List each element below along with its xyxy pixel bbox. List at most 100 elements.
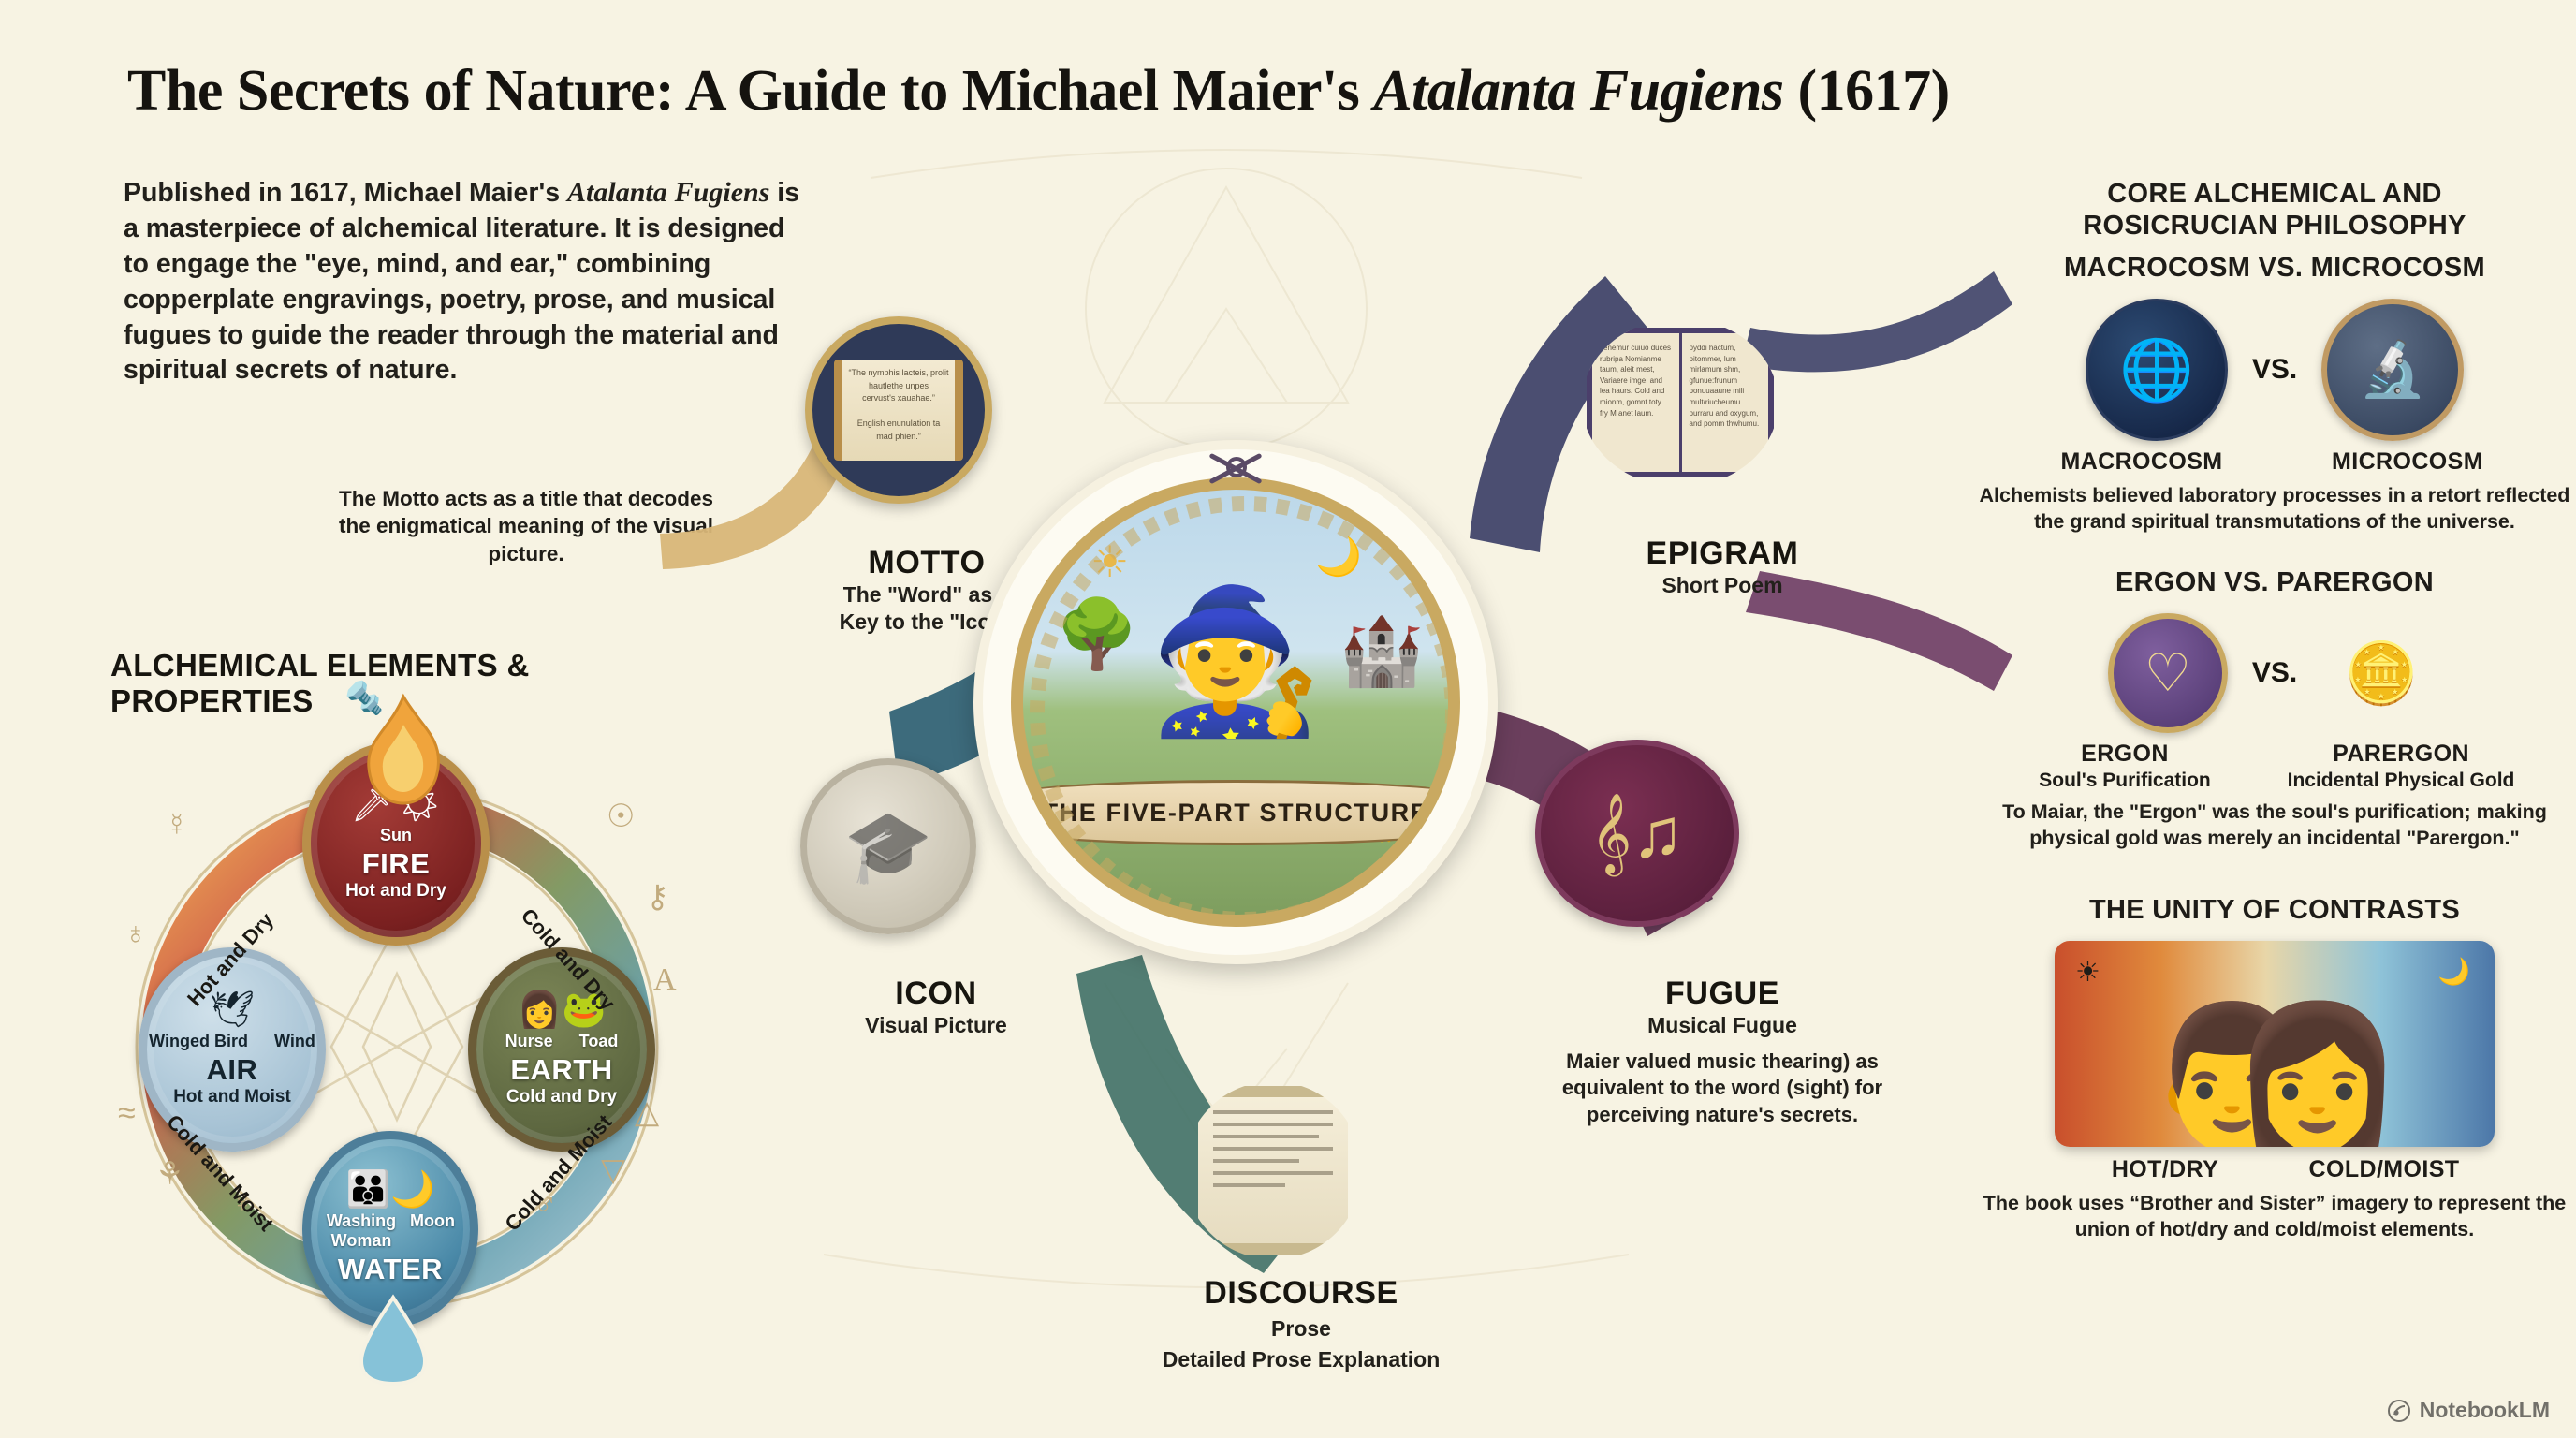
elements-wheel: 🔩 ☿ ♁ ☉ ⚷ A ≈ ⚘ ♀ △ ▽ ♂ 🗡☀ Sun FIRE Hot …: [110, 681, 691, 1432]
icon-engraving-figure: 🎓: [843, 807, 933, 887]
parergon-caption-text: PARERGON: [2333, 741, 2469, 768]
intro-italic-1: Atalanta: [567, 177, 667, 208]
central-emblem[interactable]: ☀ 🌙 🌳 🏰 🧙 🌼🌷🌸 🌷🌼 THE FIVE-PART STRUCTURE: [973, 440, 1498, 964]
epigram-open-book-icon: Tenemur cuiuo duces rubripa Nomianme tau…: [1587, 328, 1774, 477]
crossed-wands-icon: [1203, 446, 1268, 492]
microcosm-disc[interactable]: 🔬: [2321, 299, 2465, 442]
elements-section-heading: ALCHEMICAL ELEMENTS & PROPERTIES: [110, 648, 530, 718]
ergon-disc[interactable]: ♡: [2107, 613, 2228, 734]
ergon-parergon-pair: ♡ VS. 🪙: [1975, 613, 2574, 734]
fugue-medallion[interactable]: 𝄞♫: [1535, 740, 1739, 927]
water-name: WATER: [337, 1253, 444, 1285]
title-italic: Atalanta Fugiens: [1373, 59, 1784, 123]
fire-flame-icon: [367, 693, 440, 805]
macro-micro-pair: 🌐 VS. 🔬: [1975, 299, 2574, 442]
discourse-scroll-icon: [1198, 1086, 1348, 1255]
discourse-subtitle: Prose: [1271, 1316, 1331, 1341]
emblem-alchemist-figure: 🧙: [1148, 582, 1324, 740]
ergon-parergon-description: To Maiar, the "Ergon" was the soul's pur…: [2002, 800, 2547, 850]
icon-label-group: ICON Visual Picture: [796, 976, 1076, 1039]
unity-sun-icon: ☀: [2075, 957, 2100, 989]
intro-rest: is a masterpiece of alchemical literatur…: [124, 178, 800, 386]
water-sub-labels: Washing Woman Moon: [326, 1211, 455, 1251]
title-part-2: (1617): [1783, 59, 1951, 123]
ergon-subcaption-text: Soul's Purification: [2039, 770, 2211, 792]
earth-icons: 👩🐸: [517, 990, 607, 1030]
discourse-title: DISCOURSE: [1204, 1275, 1398, 1311]
emblem-scene: ☀ 🌙 🌳 🏰 🧙 🌼🌷🌸 🌷🌼 THE FIVE-PART STRUCTURE: [1011, 477, 1460, 927]
page-title: The Secrets of Nature: A Guide to Michae…: [127, 58, 2486, 125]
parergon-caption: PARERGON Incidental Physical Gold: [2279, 741, 2523, 792]
gold-coins-icon: 🪙: [2344, 638, 2420, 707]
alchemy-symbol-letter-a: A: [653, 962, 677, 997]
fugue-note: Maier valued music thearing) as equivale…: [1561, 1049, 1883, 1126]
discourse-note: Detailed Prose Explanation: [1162, 1346, 1441, 1372]
fugue-subtitle: Musical Fugue: [1647, 1013, 1797, 1037]
intro-lead: Published in 1617, Michael Maier's: [124, 178, 568, 208]
unity-description: The book uses “Brother and Sister” image…: [1983, 1192, 2567, 1241]
unity-captions: HOT/DRY COLD/MOIST: [1975, 1156, 2574, 1183]
earth-property: Cold and Dry: [505, 1086, 618, 1107]
unity-moon-icon: 🌙: [2437, 957, 2470, 987]
ergon-parergon-heading: ERGON VS. PARERGON: [2115, 567, 2435, 598]
alchemy-symbol-earth-tri: ▽: [601, 1152, 626, 1188]
cosmos-icon: 🌐: [2118, 335, 2194, 404]
motto-annotation: The Motto acts as a title that decodes t…: [338, 487, 714, 565]
icon-subtitle: Visual Picture: [865, 1013, 1007, 1037]
macro-micro-captions: MACROCOSM MICROCOSM: [1975, 448, 2574, 476]
unity-sister-figure: 👩: [2230, 998, 2405, 1148]
emblem-tree-icon: 🌳: [1055, 597, 1139, 672]
air-bird-icon: 🕊: [209, 990, 256, 1030]
macro-micro-vs-label: VS.: [2251, 354, 2298, 386]
epigram-subtitle: Short Poem: [1661, 573, 1783, 597]
emblem-castle-icon: 🏰: [1339, 614, 1424, 689]
water-symbol-right-label: Moon: [410, 1211, 455, 1230]
discourse-medallion[interactable]: [1184, 1081, 1362, 1259]
epigram-title: EPIGRAM: [1646, 536, 1799, 571]
motto-scroll-icon: “The nymphis lacteis, prolit hautlethe u…: [834, 360, 963, 461]
earth-sub-labels: Nurse Toad: [505, 1032, 619, 1051]
water-symbol-left-label: Washing Woman: [326, 1211, 397, 1250]
emblem-moon-icon: 🌙: [1315, 536, 1362, 578]
macrocosm-disc[interactable]: 🌐: [2085, 299, 2228, 442]
element-air[interactable]: 🕊 Winged Bird Wind AIR Hot and Moist: [139, 947, 326, 1152]
notebooklm-logo-icon: [2387, 1399, 2410, 1422]
notebooklm-label: NotebookLM: [2419, 1398, 2550, 1422]
alchemy-symbol-antimony: ⚷: [646, 879, 669, 915]
right-column: CORE ALCHEMICAL AND ROSICRUCIAN PHILOSOP…: [1975, 178, 2574, 1243]
earth-name: EARTH: [510, 1052, 613, 1086]
air-symbol-right-label: Wind: [274, 1031, 315, 1050]
motto-scroll-medallion[interactable]: “The nymphis lacteis, prolit hautlethe u…: [805, 316, 992, 504]
element-water[interactable]: 👪🌙 Washing Woman Moon WATER: [302, 1131, 478, 1328]
motto-title: MOTTO: [868, 545, 986, 580]
element-earth[interactable]: 👩🐸 Nurse Toad EARTH Cold and Dry: [468, 947, 655, 1152]
macrocosm-caption: MACROCOSM: [2043, 448, 2240, 476]
macrocosm-caption-text: MACROCOSM: [2060, 448, 2223, 476]
fugue-label-group: FUGUE Musical Fugue Maier valued music t…: [1516, 976, 1928, 1129]
motto-subtitle-line1: The "Word" as a: [842, 582, 1011, 607]
unity-heading: THE UNITY OF CONTRASTS: [2089, 895, 2460, 926]
alchemy-symbol-salt: ♁: [124, 916, 148, 951]
fire-symbol-right-label: Sun: [380, 825, 412, 844]
ergon-caption: ERGON Soul's Purification: [2027, 741, 2223, 792]
unity-illustration[interactable]: ☀ 🌙 👨 👩: [2055, 941, 2495, 1148]
icon-title: ICON: [895, 976, 977, 1011]
fugue-title: FUGUE: [1665, 976, 1779, 1011]
motto-label-group: MOTTO The "Word" as a Key to the "Icon": [786, 545, 1067, 636]
air-sub-labels: Winged Bird Wind: [149, 1032, 315, 1051]
microcosm-caption: MICROCOSM: [2309, 448, 2506, 476]
core-philosophy-heading: CORE ALCHEMICAL AND ROSICRUCIAN PHILOSOP…: [1975, 178, 2574, 242]
discourse-label-group: DISCOURSE Prose Detailed Prose Explanati…: [1067, 1275, 1535, 1373]
parergon-disc[interactable]: 🪙: [2321, 613, 2441, 733]
fire-property: Hot and Dry: [345, 880, 446, 901]
music-notes-icon: 𝄞♫: [1590, 793, 1684, 872]
core-philosophy-heading-line2: ROSICRUCIAN PHILOSOPHY: [2083, 211, 2466, 242]
unity-left-caption-text: HOT/DRY: [2111, 1156, 2219, 1183]
earth-symbol-left-label: Nurse: [505, 1031, 553, 1050]
icon-medallion[interactable]: 🎓: [800, 758, 976, 934]
ergon-parergon-vs-label: VS.: [2251, 657, 2298, 689]
epigram-medallion[interactable]: Tenemur cuiuo duces rubripa Nomianme tau…: [1582, 318, 1778, 487]
ergon-caption-text: ERGON: [2081, 741, 2169, 768]
notebooklm-watermark: NotebookLM: [2387, 1398, 2550, 1423]
earth-symbol-right-label: Toad: [578, 1031, 619, 1050]
